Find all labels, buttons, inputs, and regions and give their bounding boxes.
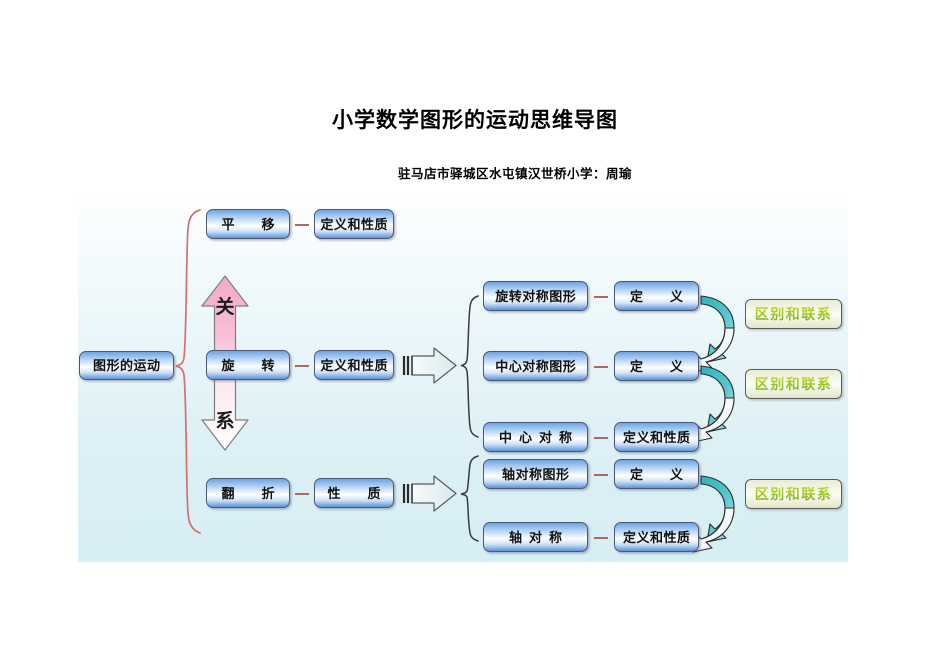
comparison-curve-arrow-2 — [692, 327, 735, 373]
node-translation-detail-label: 定义和性质 — [320, 216, 388, 232]
node-rot-sub-1-detail[interactable]: 定 义 — [614, 281, 699, 311]
rotation-block-arrow — [402, 347, 457, 384]
node-rot-sub-3-detail[interactable]: 定义和性质 — [614, 422, 699, 452]
node-fold-detail-label: 性 质 — [327, 485, 388, 501]
node-comparison-3-label: 区别和联系 — [755, 484, 833, 504]
node-translation-label: 平 移 — [221, 216, 282, 232]
connector-fold — [295, 493, 309, 495]
node-comparison-2[interactable]: 区别和联系 — [745, 369, 842, 399]
node-comparison-1[interactable]: 区别和联系 — [745, 299, 842, 329]
node-rotation-label: 旋 转 — [221, 357, 282, 373]
node-axial-symmetry[interactable]: 轴对称 — [483, 522, 588, 552]
node-rotation[interactable]: 旋 转 — [206, 350, 290, 380]
connector-fold-sub-2 — [594, 537, 608, 539]
node-translation-detail[interactable]: 定义和性质 — [314, 209, 394, 239]
page-subtitle: 驻马店市驿城区水屯镇汉世桥小学：周瑜 — [397, 167, 632, 181]
comparison-curve-arrow-3 — [700, 365, 735, 433]
node-root-label: 图形的运动 — [92, 358, 161, 373]
connector-rotation — [295, 365, 309, 367]
node-central-symmetry[interactable]: 中心对称 — [483, 422, 588, 452]
rotation-subgroup-brace — [460, 295, 479, 438]
node-fold-label: 翻 折 — [221, 485, 282, 501]
page-title: 小学数学图形的运动思维导图 — [332, 109, 618, 132]
node-rot-sub-2-detail[interactable]: 定 义 — [614, 351, 699, 381]
node-axially-symmetric-figure[interactable]: 轴对称图形 — [483, 459, 588, 489]
diagram-connectors — [175, 209, 735, 553]
node-comparison-1-label: 区别和联系 — [755, 304, 833, 324]
node-rotation-detail-label: 定义和性质 — [320, 357, 388, 373]
node-root[interactable]: 图形的运动 — [79, 351, 174, 380]
node-axially-symmetric-figure-label: 轴对称图形 — [501, 466, 570, 482]
node-fold[interactable]: 翻 折 — [206, 478, 290, 508]
comparison-curve-arrow-1 — [700, 295, 735, 363]
connector-translation — [295, 224, 309, 226]
node-rot-sub-3-detail-label: 定义和性质 — [622, 429, 691, 445]
relation-arrow-top-char: 关 — [215, 297, 235, 318]
node-fold-sub-1-detail[interactable]: 定 义 — [614, 459, 699, 489]
node-axial-symmetry-label: 轴对称 — [508, 529, 569, 545]
connector-rot-sub-3 — [594, 437, 608, 439]
fold-block-arrow — [402, 475, 457, 512]
comparison-curve-arrow-4 — [692, 397, 735, 443]
node-translation[interactable]: 平 移 — [206, 209, 290, 239]
node-fold-sub-1-detail-label: 定 义 — [629, 466, 690, 482]
fold-subgroup-brace — [460, 455, 479, 542]
node-rot-sub-2-detail-label: 定 义 — [629, 358, 690, 374]
node-fold-sub-2-detail[interactable]: 定义和性质 — [614, 522, 699, 552]
node-rotational-symmetric-figure-label: 旋转对称图形 — [495, 288, 577, 304]
comparison-curve-arrow-6 — [692, 507, 735, 553]
connector-rot-sub-1 — [594, 296, 608, 298]
connector-rot-sub-2 — [594, 366, 608, 368]
node-fold-sub-2-detail-label: 定义和性质 — [622, 529, 691, 545]
node-comparison-3[interactable]: 区别和联系 — [745, 479, 842, 509]
node-central-symmetry-label: 中心对称 — [498, 429, 579, 445]
root-brace — [175, 209, 201, 534]
node-comparison-2-label: 区别和联系 — [755, 374, 833, 394]
connector-fold-sub-1 — [594, 474, 608, 476]
relation-arrow-bottom-char: 系 — [215, 411, 235, 432]
comparison-curve-arrow-5 — [700, 475, 735, 543]
node-rot-sub-1-detail-label: 定 义 — [629, 288, 690, 304]
node-rotation-detail[interactable]: 定义和性质 — [314, 350, 394, 380]
node-centrally-symmetric-figure[interactable]: 中心对称图形 — [483, 351, 588, 381]
node-fold-detail[interactable]: 性 质 — [314, 478, 394, 508]
mind-map-canvas: 图形的运动 平 移 定义和性质 关 系 旋 转 定义和性质 翻 折 性 质 — [78, 188, 848, 562]
node-rotational-symmetric-figure[interactable]: 旋转对称图形 — [483, 281, 588, 311]
node-centrally-symmetric-figure-label: 中心对称图形 — [495, 358, 577, 374]
